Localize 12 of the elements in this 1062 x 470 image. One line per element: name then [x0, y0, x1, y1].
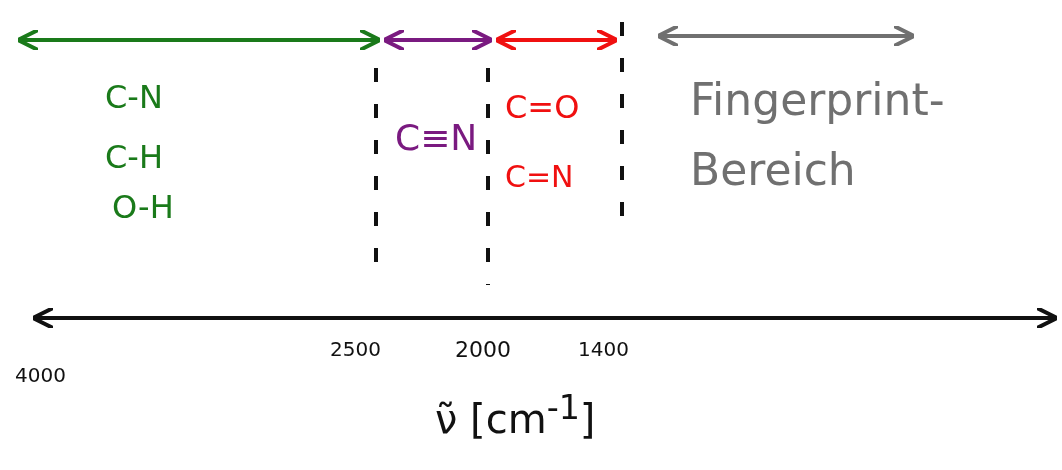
bond-label: C=N [505, 160, 574, 193]
region-label: Fingerprint-Bereich [690, 73, 946, 198]
bond-label: C=O [505, 90, 580, 126]
tick-label: 2000 [455, 338, 511, 363]
bond-label: C≡N [395, 118, 478, 158]
tick-label: 4000 [15, 364, 66, 386]
bond-label: O-H [112, 190, 174, 226]
axis-title: ν̃ [cm$^{-1}$] [435, 390, 596, 442]
tick-label: 2500 [330, 338, 381, 360]
tick-label: 1400 [578, 338, 629, 360]
bond-label: C-N [105, 80, 163, 116]
bond-label: C-H [105, 140, 163, 176]
